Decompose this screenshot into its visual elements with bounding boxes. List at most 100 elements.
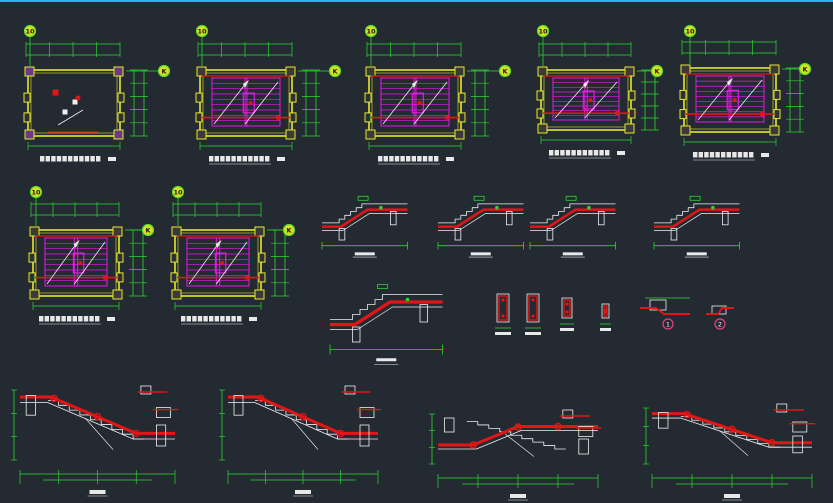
caption-glyph: [406, 156, 411, 162]
rebar-node: [275, 115, 281, 120]
slab-underside: [438, 430, 598, 450]
structural-column: [171, 226, 182, 237]
caption-glyph: [709, 152, 715, 158]
structural-column: [624, 123, 635, 134]
wall-opening: [289, 112, 297, 123]
caption-glyph: [434, 156, 439, 162]
slab-underside: [530, 213, 616, 231]
wall-opening: [773, 89, 781, 100]
beam-outline: [601, 303, 610, 319]
column-axis-label: 10: [31, 189, 41, 197]
rebar-node: [444, 115, 450, 120]
stair-flight: [186, 237, 221, 287]
caption-glyph: [743, 152, 748, 158]
structural-column: [285, 129, 296, 140]
beam-outline: [561, 297, 573, 319]
caption-glyph: [95, 316, 100, 322]
stair-flight: [728, 75, 765, 123]
detail-marker-2: 2: [714, 318, 726, 330]
structural-column: [680, 125, 691, 136]
support-wall: [233, 395, 244, 416]
stairwell-wall-inner: [30, 72, 118, 134]
direction-arrow: [726, 78, 733, 86]
node-rebar: [706, 307, 734, 315]
row-axis-label: K: [502, 68, 508, 76]
beam-detail-3: [560, 297, 574, 331]
caption-glyph: [44, 316, 49, 322]
stirrup: [603, 305, 608, 317]
caption-glyph: [422, 156, 428, 162]
support-beam: [598, 211, 605, 226]
step-profile: [330, 294, 443, 320]
caption-glyph: [571, 150, 576, 156]
caption-glyph: [209, 156, 214, 162]
row-axis-label: K: [286, 227, 292, 235]
step-profile: [438, 203, 524, 224]
structural-column: [454, 66, 465, 77]
plan-caption: [181, 316, 257, 325]
caption-glyph: [231, 156, 236, 162]
caption-glyph: [96, 156, 101, 162]
wall-opening: [458, 92, 466, 103]
wall-opening: [28, 252, 36, 263]
stair-well: [582, 90, 595, 110]
stirrup: [563, 299, 571, 317]
stair-slab-rebar: [530, 208, 616, 228]
rebar-node: [244, 275, 250, 280]
slab-underside: [322, 213, 408, 231]
rebar-node: [379, 205, 383, 210]
wall-opening: [679, 89, 687, 100]
direction-arrow: [215, 240, 222, 248]
caption-glyph: [400, 156, 405, 162]
wall-opening: [536, 90, 544, 101]
structural-column: [680, 64, 691, 75]
long-section-2: [219, 385, 381, 497]
long-section-1: [11, 385, 179, 497]
rebar-node: [220, 261, 225, 265]
support-wall: [443, 417, 455, 433]
caption-glyph: [186, 316, 191, 322]
stairwell-wall-inner: [202, 72, 290, 134]
stair-flight: [413, 77, 450, 127]
step-profile: [654, 203, 740, 224]
caption-glyph: [693, 152, 698, 158]
walking-line: [697, 79, 732, 121]
slab-underside: [20, 402, 175, 440]
column-axis-circle: [23, 24, 37, 38]
caption-glyph: [62, 156, 67, 162]
column-axis-tag-6: 10: [29, 185, 43, 199]
section-caption: [89, 490, 106, 494]
level-tag: [473, 195, 485, 201]
stair-section-3: [529, 195, 616, 258]
support-wall: [25, 395, 36, 416]
level-tag: [377, 284, 388, 289]
rebar-node: [257, 394, 265, 403]
row-axis-label: K: [802, 66, 808, 74]
rebar-node: [469, 441, 477, 449]
leader-line: [505, 433, 535, 457]
detail-caption: [600, 328, 611, 331]
slab-underside: [438, 213, 524, 231]
row-axis-circle: [282, 223, 296, 237]
rebar-node: [78, 261, 83, 265]
step-profile: [466, 421, 566, 450]
rebar-node: [93, 412, 102, 421]
column-axis-label: 10: [366, 28, 376, 36]
row-axis-circle: [141, 223, 155, 237]
support-beam: [670, 228, 678, 241]
structural-column: [365, 129, 376, 140]
stair-well: [411, 92, 424, 114]
detail-caption: [525, 332, 541, 335]
support-beam: [352, 326, 361, 343]
long-section-4: [643, 403, 816, 501]
caption-glyph: [588, 150, 593, 156]
leader-line: [84, 417, 114, 450]
row-axis-circle: [328, 64, 342, 78]
node-detail-2: [706, 305, 734, 315]
caption-glyph: [50, 316, 55, 322]
inset-beam: [562, 409, 574, 419]
caption-scale: [277, 157, 285, 161]
row-axis-tag-6: K: [141, 223, 155, 237]
caption-glyph: [79, 156, 84, 162]
